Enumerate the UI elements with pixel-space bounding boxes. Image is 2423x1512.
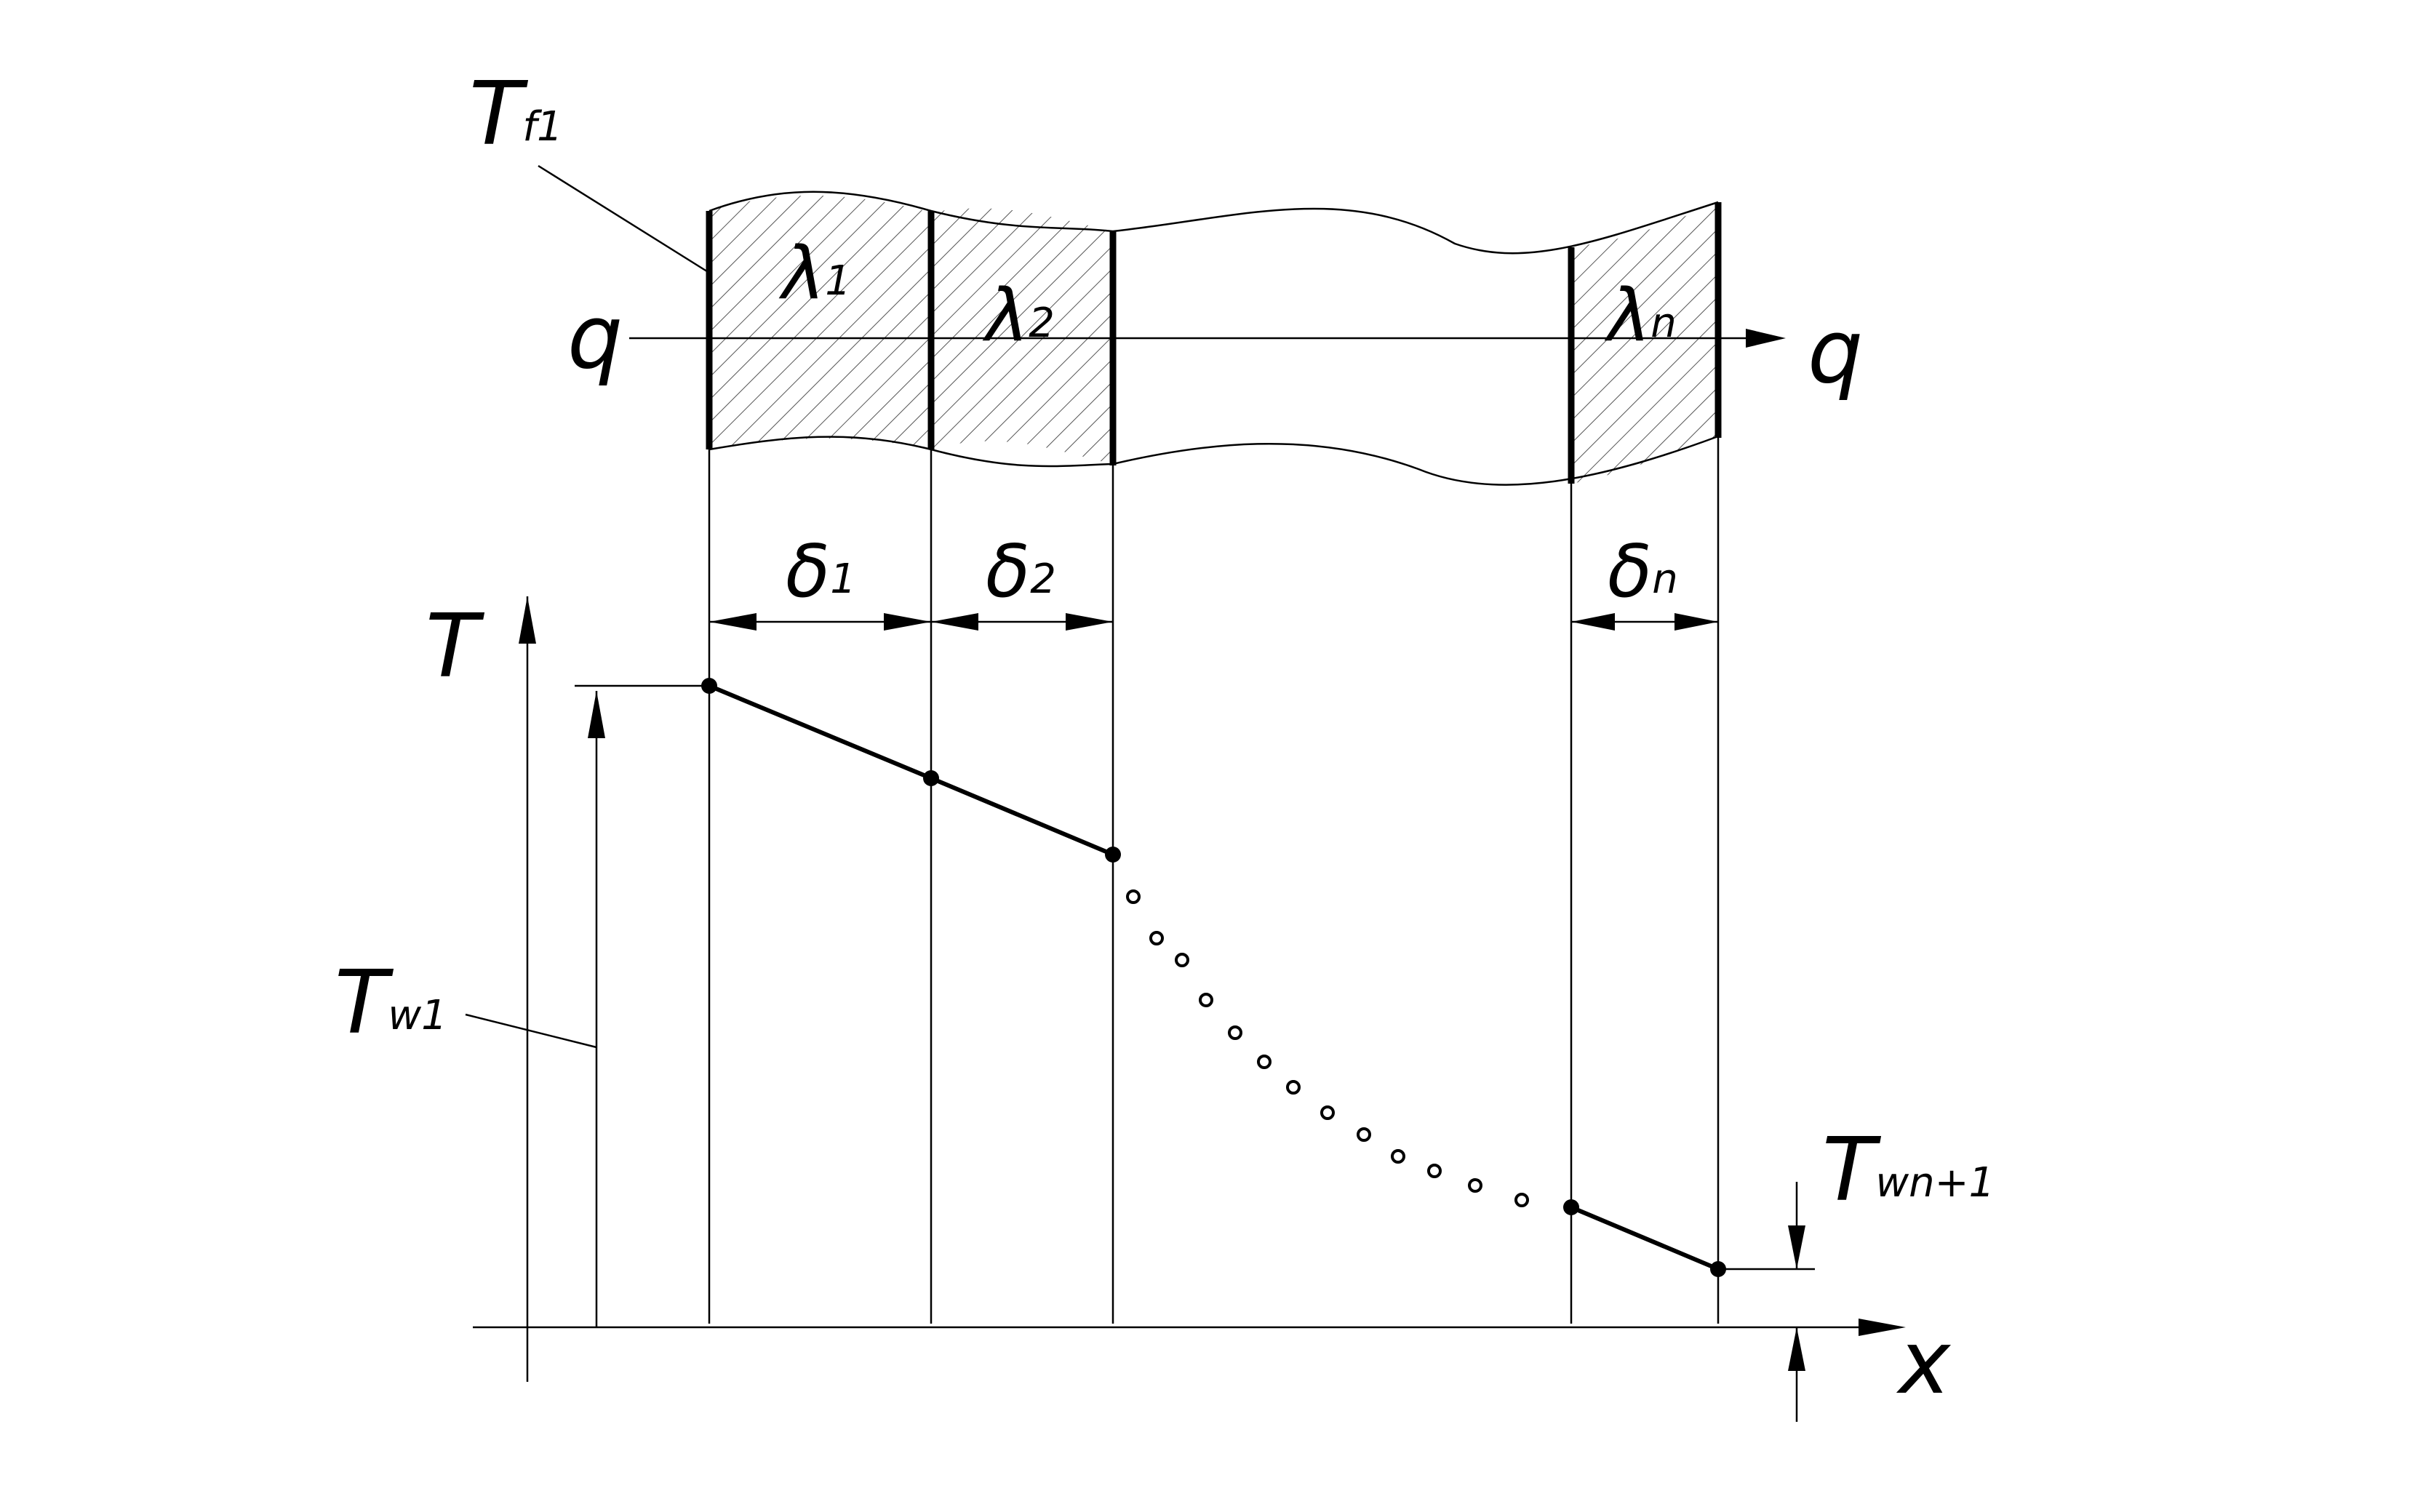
tf1-leader-line [538, 164, 710, 274]
temperature-profile-layers-1-2 [708, 684, 1114, 857]
tw1-arrowhead [588, 691, 605, 738]
label-t-axis: T [426, 596, 485, 697]
label-lambda-2: λ2 [982, 273, 1055, 358]
tw1-leader-line [465, 1013, 597, 1049]
label-q-right: q [1808, 302, 1863, 403]
profile-point-n-plus-1 [1710, 1261, 1726, 1277]
label-delta-n: δn [1608, 529, 1678, 614]
label-x-axis: x [1896, 1313, 1952, 1414]
label-twn1: Twn+1 [1822, 1120, 1995, 1221]
label-tw1: Tw1 [335, 953, 447, 1054]
dotted-continuation [1126, 889, 1529, 1207]
label-tf1: Tf1 [469, 64, 563, 165]
heat-flux-arrowhead [1746, 329, 1786, 348]
label-lambda-n: λn [1604, 273, 1677, 358]
wall-layer-1-2 [709, 195, 1113, 464]
dimension-delta-n [1571, 613, 1718, 631]
bottom-boundary-curve [708, 435, 1719, 486]
profile-point-n [1563, 1199, 1579, 1215]
label-delta-2: δ2 [986, 529, 1056, 614]
profile-point-3 [1105, 847, 1121, 863]
temperature-profile-layer-n [1570, 1205, 1720, 1271]
x-axis-arrowhead [1859, 1319, 1906, 1336]
twn1-upper-arrowhead [1788, 1225, 1805, 1269]
label-q-left: q [567, 287, 623, 388]
t-axis-arrowhead [519, 596, 536, 644]
hatched-region-layers-1-2 [709, 195, 1113, 464]
twn1-lower-arrowhead [1788, 1327, 1805, 1371]
profile-point-1 [701, 678, 717, 694]
dimension-delta-2 [931, 613, 1113, 631]
label-delta-1: δ1 [786, 529, 856, 614]
profile-point-2 [923, 770, 939, 786]
hatched-region-layer-n [1571, 202, 1718, 484]
label-lambda-1: λ1 [778, 231, 851, 316]
top-boundary-curve [708, 191, 1719, 255]
dimension-delta-1 [709, 613, 931, 631]
